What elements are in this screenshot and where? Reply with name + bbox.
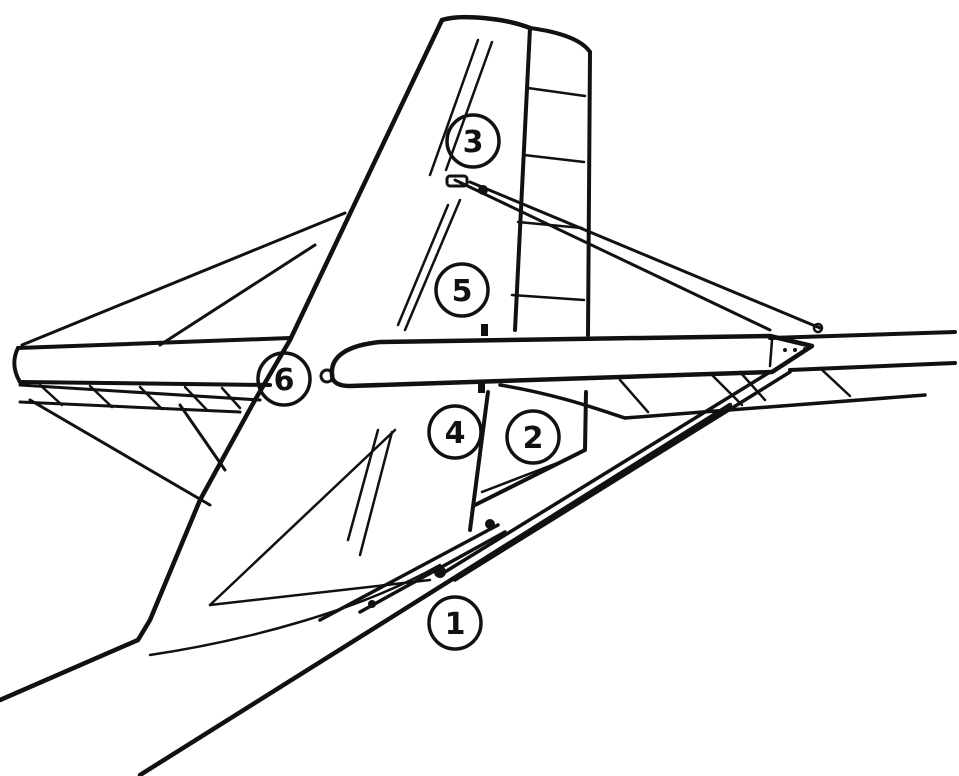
vertical-fin <box>0 14 533 703</box>
left-stabilizer <box>12 336 292 414</box>
upper-wire-fitting <box>445 174 469 188</box>
left-elevator-hatching <box>38 383 242 412</box>
spar-bracket-upper <box>481 324 488 336</box>
left-bracing-wires <box>18 211 347 507</box>
hinge-bolt-6 <box>319 368 335 384</box>
right-stabilizer <box>498 330 957 420</box>
callout-3: 3 <box>445 113 501 169</box>
stabilizer-tip-fitting <box>812 322 824 334</box>
callout-6: 6 <box>256 351 312 407</box>
upper-bracing-wire <box>445 174 824 334</box>
callout-1: 1 <box>427 595 483 651</box>
rudder <box>473 26 592 507</box>
callout-6-label: 6 <box>274 363 295 398</box>
fuselage-lower-longeron <box>137 402 733 776</box>
callout-3-label: 3 <box>463 125 484 160</box>
strut-fitting-1 <box>434 566 446 578</box>
spar-bracket-lower <box>478 383 485 393</box>
callout-1-label: 1 <box>445 607 466 642</box>
callout-5: 5 <box>434 262 490 318</box>
stabilizer-spar <box>319 324 815 393</box>
callout-2-label: 2 <box>523 421 544 456</box>
callout-5-label: 5 <box>452 274 473 309</box>
callout-4-label: 4 <box>445 416 466 451</box>
rudder-ribs <box>480 86 587 494</box>
callout-4: 4 <box>427 404 483 460</box>
callout-2: 2 <box>505 409 561 465</box>
lower-bracing-struts <box>137 370 792 776</box>
right-elevator-hatching <box>618 366 852 414</box>
